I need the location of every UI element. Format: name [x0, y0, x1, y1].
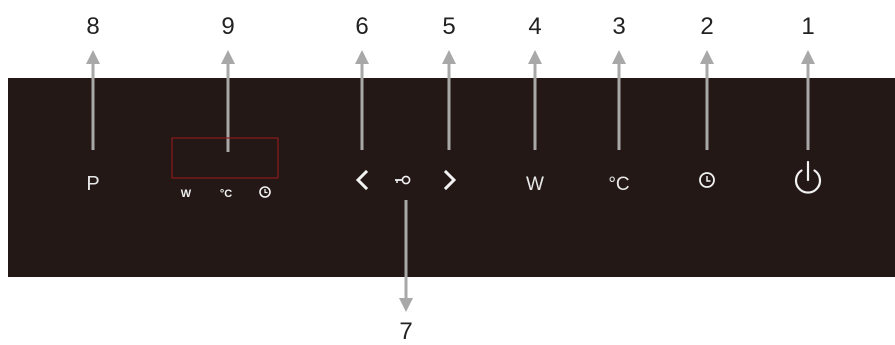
- callout-arrow-7: [399, 200, 413, 312]
- power-level-key[interactable]: W: [526, 174, 544, 195]
- callout-number-8: 8: [86, 13, 99, 40]
- callout-arrow-2: [700, 50, 714, 150]
- program-key[interactable]: P: [86, 173, 99, 195]
- chevron-right-icon[interactable]: [443, 169, 457, 191]
- callout-number-9: 9: [221, 13, 234, 40]
- display-window: [171, 137, 279, 179]
- callout-number-5: 5: [442, 13, 455, 40]
- callout-number-2: 2: [700, 13, 713, 40]
- callout-arrow-3: [612, 50, 626, 150]
- power-icon[interactable]: [794, 160, 822, 194]
- callout-arrow-4: [528, 50, 542, 150]
- callout-number-6: 6: [355, 13, 368, 40]
- clock-icon[interactable]: [699, 172, 715, 188]
- display-indicator-temperature: °C: [220, 188, 232, 200]
- callout-number-1: 1: [801, 13, 814, 40]
- callout-arrow-6: [355, 50, 369, 150]
- key-lock-icon[interactable]: [395, 175, 411, 185]
- callout-number-4: 4: [528, 13, 541, 40]
- callout-arrow-8: [86, 50, 100, 150]
- callout-number-3: 3: [612, 13, 625, 40]
- callout-arrow-1: [801, 50, 815, 150]
- display-indicator-timer-icon: [259, 186, 271, 198]
- chevron-left-icon[interactable]: [355, 169, 369, 191]
- display-indicator-power: W: [181, 188, 192, 200]
- callout-arrow-5: [442, 50, 456, 150]
- callout-arrow-9: [221, 50, 235, 152]
- callout-number-7: 7: [399, 318, 412, 345]
- temperature-key[interactable]: °C: [608, 174, 629, 195]
